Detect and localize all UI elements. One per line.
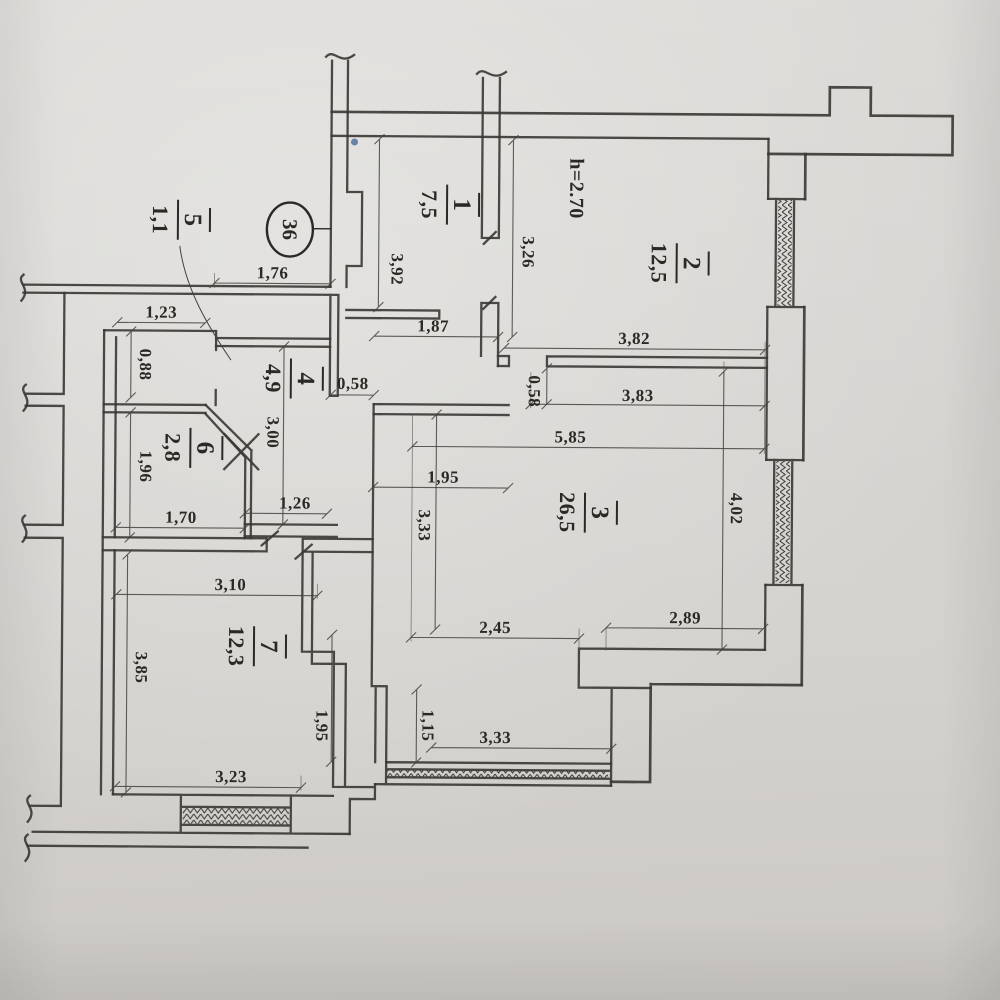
room-2-area: 12,5 — [647, 243, 672, 284]
dim-niche-depth: 1,15 — [418, 710, 437, 742]
door-mark-room6 — [222, 432, 261, 471]
room-2-number: 2 — [678, 257, 705, 270]
room-1-area: 7,5 — [417, 190, 442, 219]
dim-room7-bottom-width: 3,23 — [215, 767, 247, 786]
wall-top-inner — [330, 76, 770, 141]
room-label-4: 4 4,9 — [261, 358, 324, 399]
room5-leader-line — [179, 245, 232, 361]
dim-room7-left-depth: 3,85 — [132, 652, 151, 684]
wall-right-inner — [763, 137, 770, 652]
dim-room7-top-width: 3,10 — [214, 575, 246, 594]
wall-right-outer — [767, 152, 807, 687]
apartment-number-badge: 36 — [265, 201, 331, 258]
room-3-area: 26,5 — [555, 492, 580, 533]
wall-room6-room7 — [101, 536, 374, 554]
ceiling-height-label: h=2.70 — [565, 158, 587, 219]
wall-closet5 — [103, 329, 218, 407]
dimension-lines — [109, 133, 771, 798]
dim-room2-width: 3,82 — [618, 329, 650, 348]
wall-hall-top — [214, 336, 332, 348]
wall-left-apartment — [99, 329, 118, 796]
room-4-area: 4,9 — [261, 364, 286, 393]
room-4-number: 4 — [292, 372, 319, 385]
dim-room2-depth: 3,26 — [519, 236, 538, 268]
jamb-slashes — [260, 230, 498, 561]
room-6-area: 2,8 — [160, 433, 185, 462]
wall-room3-left — [370, 402, 388, 764]
dim-closet-depth: 0,88 — [136, 349, 155, 381]
dim-room3-bottom-right: 2,89 — [669, 608, 701, 627]
wall-room7-bottom — [26, 793, 351, 849]
wall-room5-room6 — [102, 403, 207, 415]
wall-room1-room2 — [479, 135, 501, 368]
dim-hall-bottom-width: 1,26 — [279, 493, 311, 512]
wall-room3-bottom — [577, 647, 767, 787]
dim-room3-right-depth: 4,02 — [727, 493, 746, 525]
window-hatch-room2 — [777, 199, 793, 307]
dim-room3-top-width: 3,83 — [622, 386, 654, 405]
dim-entry-width: 1,76 — [257, 263, 289, 282]
window-hatch-room7 — [182, 807, 289, 825]
window-hatch-room3 — [775, 460, 791, 584]
ink-dot — [350, 138, 358, 146]
apartment-number: 36 — [278, 219, 302, 240]
wall-room1-bottom — [345, 308, 441, 320]
dim-room1-depth: 3,92 — [387, 253, 406, 285]
dim-balcony-window-width: 3,33 — [479, 728, 511, 747]
room-label-7: 7 12,3 — [224, 626, 288, 667]
dim-room6-depth: 1,96 — [136, 451, 155, 483]
room-label-1: 1 7,5 — [417, 184, 481, 225]
wall-top-outer — [330, 85, 955, 157]
window-frames-right — [764, 197, 807, 587]
room-label-3: 3 26,5 — [555, 492, 618, 533]
room-3-number: 3 — [586, 506, 613, 519]
room-6-number: 6 — [191, 442, 218, 455]
dim-room1-width: 1,87 — [417, 316, 449, 335]
room-label-5: 5 1,1 — [148, 199, 212, 240]
window-hatch-balcony — [387, 769, 609, 779]
dim-closet-width: 1,23 — [145, 303, 177, 322]
room-5-area: 1,1 — [148, 205, 173, 234]
extension-lines — [214, 272, 766, 791]
wall-room7-right — [300, 552, 377, 836]
wall-room3-top — [372, 402, 510, 417]
dim-room3-niche-width: 1,95 — [427, 467, 459, 486]
wall-bottom-right-outer — [609, 682, 804, 784]
dim-hall-door: 0,58 — [337, 374, 369, 393]
room-7-area: 12,3 — [224, 626, 249, 667]
dim-room3-width: 5,85 — [555, 427, 587, 446]
room-label-6: 6 2,8 — [160, 427, 224, 468]
dim-room3-bottom-left: 2,45 — [479, 618, 511, 637]
room-1-number: 1 — [448, 198, 475, 211]
dim-room3-left-depth: 3,33 — [415, 510, 434, 542]
dim-room7-right-depth: 1,95 — [312, 710, 331, 742]
wall-room2-bottom — [496, 354, 769, 370]
walls-layer — [19, 53, 955, 863]
room-7-number: 7 — [255, 640, 282, 653]
wall-room6-diagonal — [203, 403, 253, 540]
dim-hall-depth: 3,00 — [263, 416, 282, 448]
wall-hall-bottom — [243, 523, 338, 539]
dim-room6-width: 1,70 — [165, 508, 197, 527]
break-marks — [19, 53, 508, 863]
wall-room1-left — [329, 59, 364, 289]
wall-corridor-left — [23, 291, 66, 808]
room-label-2: 2 12,5 — [647, 243, 710, 284]
dim-room2-door: 0,58 — [525, 375, 544, 407]
room-5-number: 5 — [179, 214, 206, 227]
wall-vestibule-top — [22, 283, 340, 398]
